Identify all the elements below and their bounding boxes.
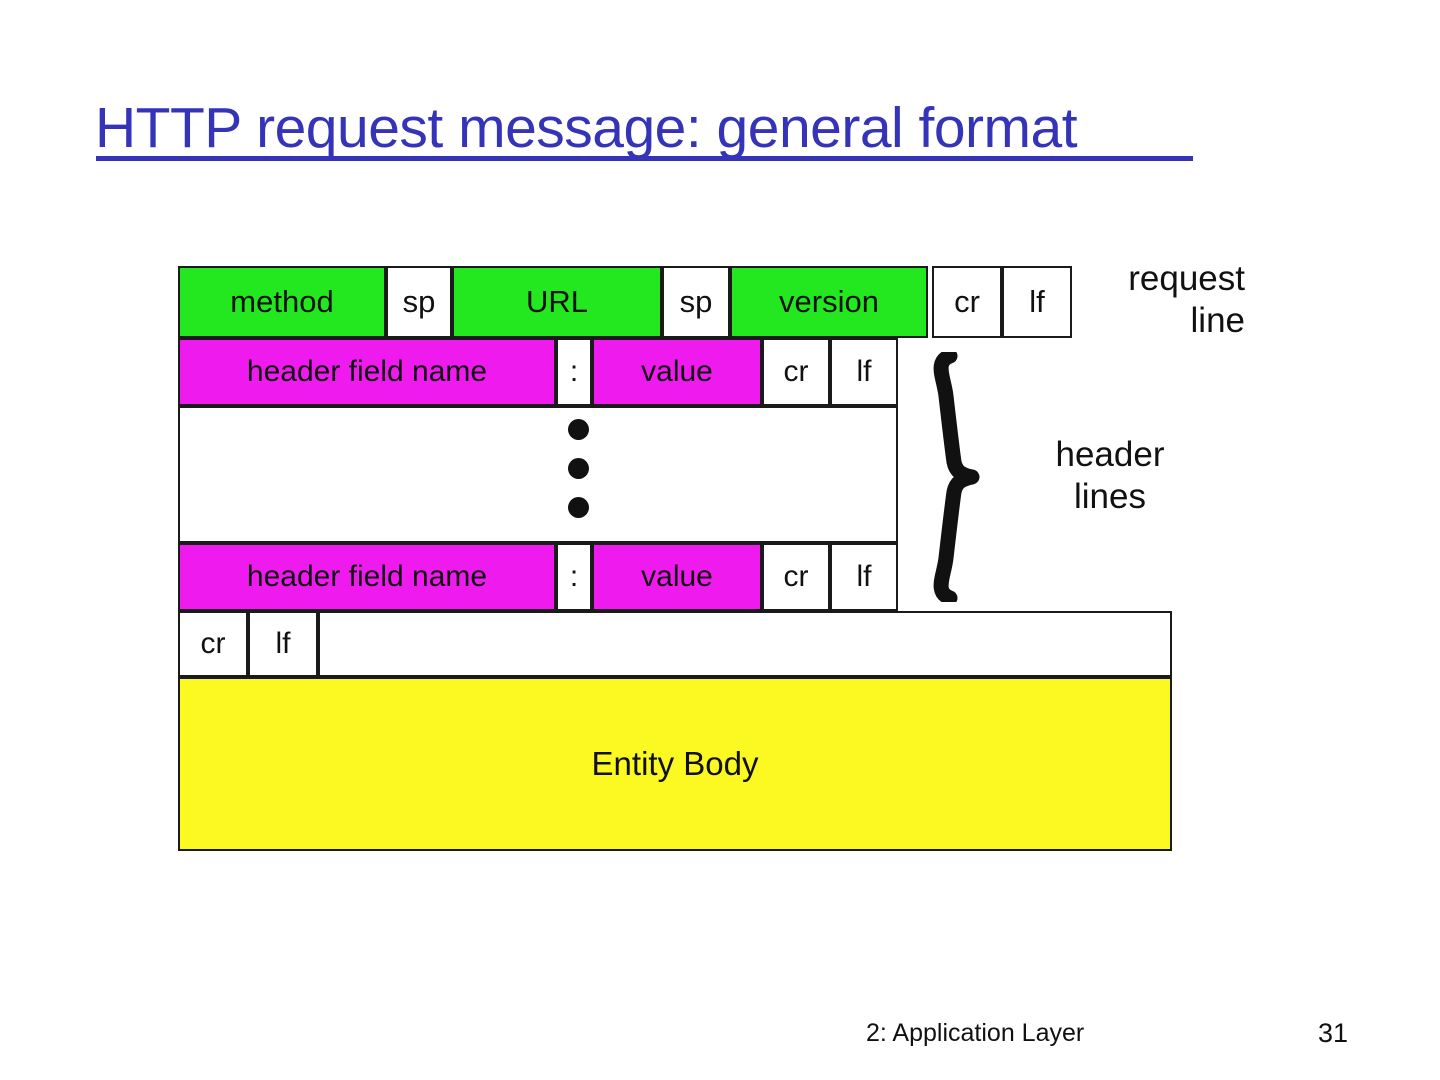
cell-sp-2: sp	[662, 266, 730, 338]
cell-label: cr	[954, 284, 980, 319]
cell-label: :	[569, 355, 579, 388]
cell-sp-1: sp	[386, 266, 452, 338]
cell-colon-last: :	[556, 543, 592, 611]
footer-chapter-label: 2: Application Layer	[866, 1019, 1085, 1047]
page-title: HTTP request message: general format	[95, 96, 1078, 160]
cell-label: value	[641, 560, 713, 593]
page-number: 31	[1318, 1018, 1349, 1048]
cell-cr-request-line: cr	[932, 266, 1002, 338]
cell-label: URL	[525, 284, 588, 319]
cell-lf-header-last: lf	[830, 543, 898, 611]
cell-header-field-name-first: header field name	[178, 338, 556, 406]
ellipsis-dot-icon	[568, 419, 589, 440]
cell-label: lf	[856, 560, 872, 593]
annotation-line: lines	[1074, 477, 1146, 516]
cell-label: header field name	[246, 355, 488, 388]
cell-label: Entity Body	[591, 745, 759, 782]
cell-blank-filler	[318, 611, 1172, 677]
cell-value-last: value	[592, 543, 762, 611]
cell-label: cr	[200, 627, 226, 660]
cell-lf-request-line: lf	[1002, 266, 1072, 338]
cell-lf-blank-line: lf	[248, 611, 318, 677]
ellipsis-dot-icon	[568, 458, 589, 479]
cell-label: lf	[275, 627, 291, 660]
cell-label: method	[230, 284, 334, 319]
cell-label: lf	[1029, 284, 1045, 319]
cell-url: URL	[452, 266, 662, 338]
cell-colon-first: :	[556, 338, 592, 406]
annotation-line: request	[1128, 259, 1245, 298]
cell-ellipsis-region	[178, 406, 898, 543]
cell-cr-header-first: cr	[762, 338, 830, 406]
cell-value-first: value	[592, 338, 762, 406]
cell-entity-body: Entity Body	[178, 677, 1172, 851]
cell-label: version	[779, 284, 879, 319]
cell-label: sp	[679, 284, 713, 319]
cell-label: lf	[856, 355, 872, 388]
annotation-line: header	[1055, 435, 1165, 474]
curly-brace-icon	[933, 352, 980, 602]
cell-header-field-name-last: header field name	[178, 543, 556, 611]
cell-label: cr	[783, 560, 809, 593]
ellipsis-dot-icon	[568, 497, 589, 518]
cell-label: cr	[783, 355, 809, 388]
cell-version: version	[730, 266, 928, 338]
cell-cr-blank-line: cr	[178, 611, 248, 677]
cell-label: value	[641, 355, 713, 388]
cell-lf-header-first: lf	[830, 338, 898, 406]
annotation-line: line	[1190, 301, 1245, 340]
cell-method: method	[178, 266, 386, 338]
title-underline	[96, 156, 1193, 161]
cell-label: sp	[402, 284, 436, 319]
cell-cr-header-last: cr	[762, 543, 830, 611]
cell-label: :	[569, 560, 579, 593]
cell-label: header field name	[246, 560, 488, 593]
